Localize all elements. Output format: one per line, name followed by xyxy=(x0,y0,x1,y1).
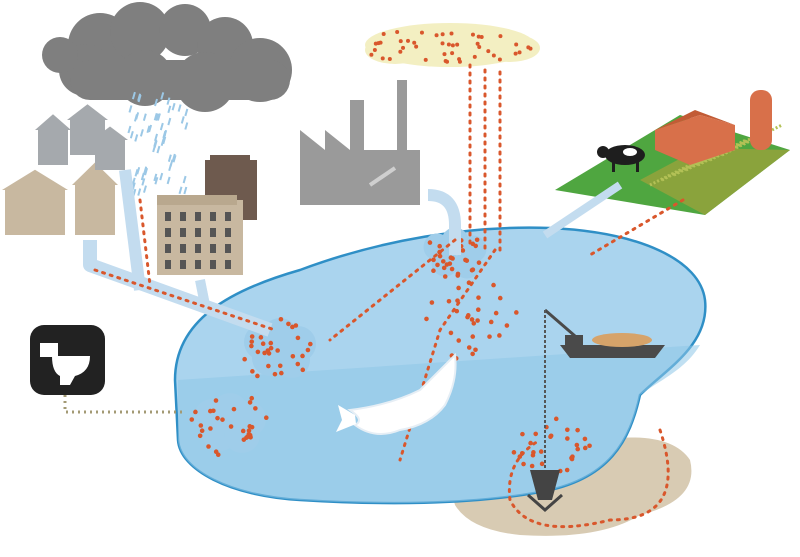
apartment-building xyxy=(157,155,257,275)
farm xyxy=(542,90,790,239)
dredge-bucket xyxy=(527,470,563,513)
rain xyxy=(127,91,189,197)
silo xyxy=(750,90,772,150)
seepage xyxy=(63,395,185,414)
pollutant-flows xyxy=(93,63,685,529)
houses xyxy=(2,104,128,235)
toilet-icon xyxy=(30,325,105,395)
storm-cloud xyxy=(42,2,292,112)
dredge-boat xyxy=(544,308,665,470)
fish xyxy=(336,352,457,435)
lake xyxy=(173,226,707,505)
factory xyxy=(300,80,461,255)
smog-pollutants xyxy=(369,30,533,64)
pollutant-clusters xyxy=(189,227,592,479)
barn xyxy=(655,110,735,165)
cow xyxy=(597,145,645,172)
